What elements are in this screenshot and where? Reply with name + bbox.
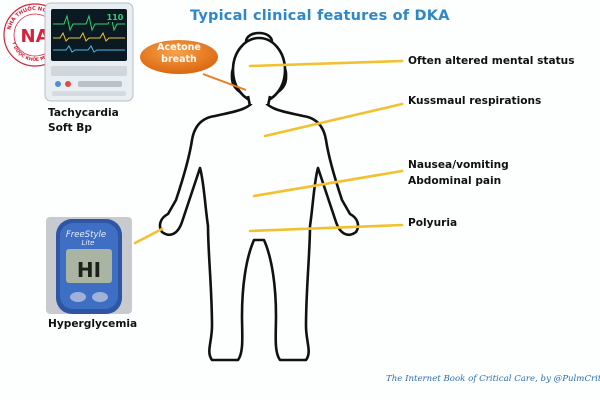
feature-abdominal-pain: Abdominal pain [408, 175, 502, 187]
acetone-breath-bubble [140, 40, 218, 74]
feature-kussmaul: Kussmaul respirations [408, 95, 542, 107]
pointer-line-breath [202, 73, 247, 91]
pointer-line-kussmaul [263, 102, 404, 138]
feature-tachycardia: Tachycardia [48, 107, 119, 119]
pointer-lines [133, 59, 404, 245]
feature-polyuria: Polyuria [408, 217, 458, 229]
feature-mental-status: Often altered mental status [408, 55, 575, 67]
glucose-meter-icon: FreeStyle Lite HI [46, 217, 132, 314]
pointer-line-nausea [252, 169, 404, 198]
pointer-line-mental [248, 59, 404, 68]
feature-hyperglycemia: Hyperglycemia [48, 318, 138, 330]
meter-brand: FreeStyle [66, 230, 106, 240]
logo-monogram: NA [21, 26, 50, 47]
head-outline-icon [231, 36, 287, 104]
pointer-line-hyperglycemia [133, 227, 164, 245]
feature-soft-bp: Soft Bp [48, 122, 92, 134]
diagram-title: Typical clinical features of DKA [190, 8, 450, 24]
human-body-outline-icon [158, 31, 360, 362]
bubble-line1: Acetone [157, 42, 201, 53]
bubble-line2: breath [161, 54, 197, 65]
footer-credit: The Internet Book of Critical Care, by @… [386, 374, 600, 384]
meter-brand-sub: Lite [82, 239, 95, 247]
meter-reading: HI [77, 258, 101, 282]
monitor-readout: 110 [107, 13, 124, 22]
patient-monitor-icon: 110 [44, 2, 134, 102]
acetone-breath-label: Acetone breath [139, 42, 219, 66]
pointer-line-polyuria [248, 223, 404, 233]
feature-nausea: Nausea/vomiting [408, 159, 509, 171]
